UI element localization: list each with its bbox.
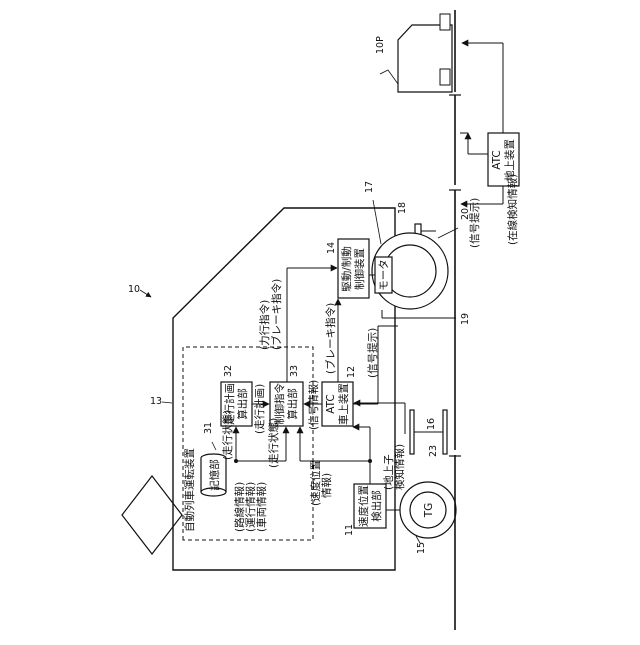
wheel-ring: [382, 310, 456, 318]
running-plan-calc-line2: 算出部: [236, 388, 249, 420]
running-plan-calc-ref: 32: [223, 365, 234, 377]
wheel-top-ref: 18: [397, 202, 408, 214]
atc-onboard-line1: ATC: [325, 394, 337, 414]
occupancy-info-label: (在線検知情報): [506, 174, 519, 245]
wayside-info-line2: 検知情報): [393, 444, 406, 490]
atc-onboard-ref: 12: [346, 366, 357, 378]
tacho-generator-label: TG: [423, 503, 435, 519]
speed-position-detector-line1: 速度位置: [357, 485, 370, 527]
running-plan-signal-label: (走行計画): [253, 384, 266, 434]
wayside-coil-ref: 16: [426, 418, 437, 430]
motor-label: モータ: [378, 259, 390, 291]
brake-command-label-a: (ブレーキ指令): [270, 279, 283, 350]
speed-position-info-line2: 情報): [320, 473, 333, 498]
running-state-label-a: (走行状態): [221, 410, 234, 460]
signal-display-label-b: (信号提示): [469, 198, 481, 248]
signal-display-label-a: (信号提示): [367, 328, 379, 378]
brake-command-label-b: (ブレーキ指令): [324, 303, 337, 374]
storage-label: 記憶部: [208, 459, 221, 491]
vehicle-info-label: (車両情報): [255, 482, 268, 532]
system-ref: 10: [128, 284, 140, 295]
wheel-ring-ref: 19: [460, 313, 471, 325]
signal-info-label: (信号情報): [307, 380, 320, 430]
control-command-calc-line2: 算出部: [286, 388, 299, 420]
wayside-coil: [410, 410, 414, 454]
vehicle-ref: 13: [150, 396, 162, 407]
drive-brake-control-line2: 制御装置: [353, 248, 366, 290]
running-state-label-b: (走行状態): [267, 418, 280, 468]
track-antenna-ref: 23: [428, 445, 439, 457]
auto-train-operation-title: 自動列車運転装置: [183, 448, 196, 532]
track-antenna: [443, 410, 447, 454]
power-command-label: (力行指令): [258, 300, 271, 350]
motor-ref: 17: [364, 181, 375, 193]
rotated-figure: 自動列車運転装置 (路線情報) (運行情報) (車両情報) 記憶部 31 走行計…: [122, 10, 519, 630]
atc-onboard-line2: 車上装置: [337, 383, 350, 425]
control-command-calc-ref: 33: [289, 365, 300, 377]
drive-brake-control-ref: 14: [326, 242, 337, 254]
speed-position-detector-line2: 検出部: [370, 490, 383, 522]
storage-ref: 31: [203, 422, 214, 434]
speed-position-detector-ref: 11: [344, 524, 355, 536]
drive-brake-control-line1: 駆動/制動: [340, 246, 353, 292]
tacho-generator-ref: 15: [416, 542, 427, 554]
atc-ground-line1: ATC: [491, 150, 503, 170]
preceding-train-ref: 10P: [375, 36, 386, 54]
